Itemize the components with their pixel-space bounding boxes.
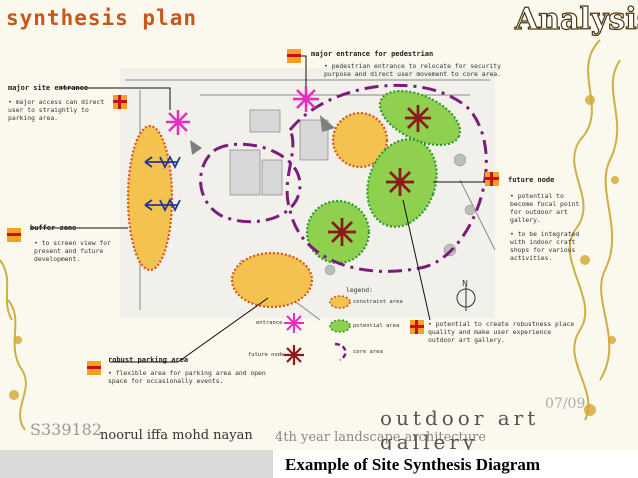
major-entrance-pedestrian-note: • pedestrian entrance to relocate for se… — [324, 62, 501, 78]
legend-future-node-label: future node — [248, 352, 285, 358]
future-node-label: future node — [508, 176, 555, 184]
legend-title: legend: — [346, 286, 373, 294]
caption-box: Example of Site Synthesis Diagram — [273, 450, 638, 478]
north-arrow-icon — [456, 285, 476, 311]
caption-gray-strip — [0, 450, 273, 478]
date-label: 07/09 — [545, 396, 586, 412]
core-area-west — [199, 142, 302, 224]
potential-area-note: • potential to create robustness place q… — [428, 320, 575, 344]
student-id: S339182 — [30, 420, 103, 439]
entry-arrows — [144, 154, 181, 213]
entrance-marker — [166, 86, 319, 135]
major-site-entrance-note: • major access can direct user to straig… — [8, 98, 105, 122]
gray-entry-arrows — [190, 115, 335, 155]
core-area-boundary — [285, 83, 488, 273]
buffer-zone-label: buffer zone — [30, 224, 77, 232]
robust-parking-area — [230, 251, 314, 309]
future-node-note-1: • potential to become focal point for ou… — [510, 192, 580, 224]
legend-core-label: core area — [353, 349, 383, 355]
constraint-area-north — [331, 111, 389, 169]
legend-entrance-label: entrance — [256, 320, 283, 326]
buffer-zone-note: • to screen view for present and future … — [34, 239, 111, 263]
buildings — [229, 109, 329, 196]
future-node-marker — [328, 105, 431, 246]
robust-parking-note: • flexible area for parking area and ope… — [108, 369, 266, 385]
svg-text:N: N — [462, 279, 468, 288]
major-entrance-pedestrian-label: major entrance for pedestrian — [311, 50, 434, 58]
caption-text: Example of Site Synthesis Diagram — [285, 455, 540, 474]
buffer-zone-area — [126, 124, 174, 272]
section-title: Analysis — [514, 1, 638, 37]
page-title: synthesis plan — [6, 6, 198, 30]
major-site-entrance-label: major site entrance — [8, 84, 89, 92]
legend-constraint-label: constraint area — [353, 299, 403, 305]
key-square-icons — [7, 49, 499, 375]
legend-symbols — [284, 295, 351, 365]
project-title: outdoor art gallery — [380, 406, 540, 454]
future-node-note-2: • to be integrated with indoor craft sho… — [510, 230, 580, 262]
legend-potential-label: potential area — [353, 323, 400, 329]
author-name: noorul iffa mohd nayan — [100, 428, 253, 443]
course-name: 4th year landscape architecture — [275, 430, 487, 445]
robust-parking-label: robust parking area — [108, 356, 189, 364]
